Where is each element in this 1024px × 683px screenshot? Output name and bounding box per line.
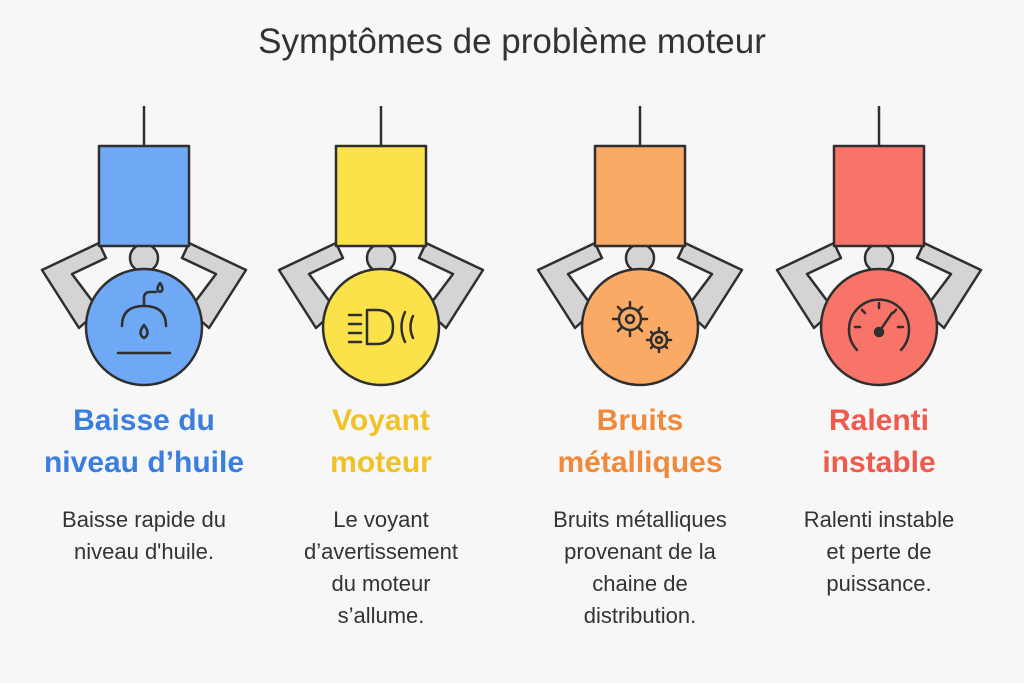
symptom-heading-line: métalliques [557,446,723,479]
claw-illustration [40,106,248,387]
symptom-description: Baisse rapide du niveau d'huile. [14,504,274,568]
claw-box [593,144,687,248]
oil-drop-icon [116,281,172,355]
symptom-description-line: provenant de la [564,539,716,564]
symptom-description-line: niveau d'huile. [74,539,214,564]
symptom-description-line: et perte de [826,539,932,564]
symptom-description-line: d’avertissement [303,539,459,564]
symptom-description-line: Baisse rapide du [62,507,226,532]
gears-icon [611,300,673,354]
claw-box [334,144,428,248]
symptom-heading-line: instable [822,446,936,479]
claw-illustration [277,106,485,387]
symptom-heading: Ralenti instable [749,400,1009,484]
symptom-heading-line: moteur [330,446,432,479]
symptom-heading-line: Bruits [596,404,684,437]
claw-ball [321,267,441,387]
headlight-warning-icon [347,308,415,346]
symptom-heading-line: Ralenti [828,404,930,437]
symptom-description-line: s’allume. [337,603,425,628]
symptom-description-line: Bruits métalliques [553,507,727,532]
symptom-description: Ralenti instable et perte de puissance. [749,504,1009,600]
symptom-description: Le voyant d’avertissement du moteur s’al… [251,504,511,632]
claw-box [97,144,191,248]
symptom-description: Bruits métalliques provenant de la chain… [510,504,770,632]
symptom-heading-line: Baisse du [73,404,215,437]
symptom-description-line: Le voyant [333,507,429,532]
symptom-description-line: Ralenti instable [803,507,955,532]
symptom-heading: Voyant moteur [251,400,511,484]
speedometer-icon [847,298,911,352]
page-title: Symptômes de problème moteur [258,22,766,61]
symptom-description-line: chaine de [592,571,688,596]
symptom-description-line: distribution. [583,603,697,628]
claw-illustration [536,106,744,387]
claw-box [832,144,926,248]
claw-ball [580,267,700,387]
claw-illustration [775,106,983,387]
symptom-heading-line: Voyant [332,404,430,437]
symptom-heading-line: niveau d’huile [43,446,245,479]
symptom-description-line: du moteur [331,571,431,596]
symptom-heading: Bruits métalliques [510,400,770,484]
symptom-heading: Baisse du niveau d’huile [14,400,274,484]
symptom-description-line: puissance. [826,571,932,596]
